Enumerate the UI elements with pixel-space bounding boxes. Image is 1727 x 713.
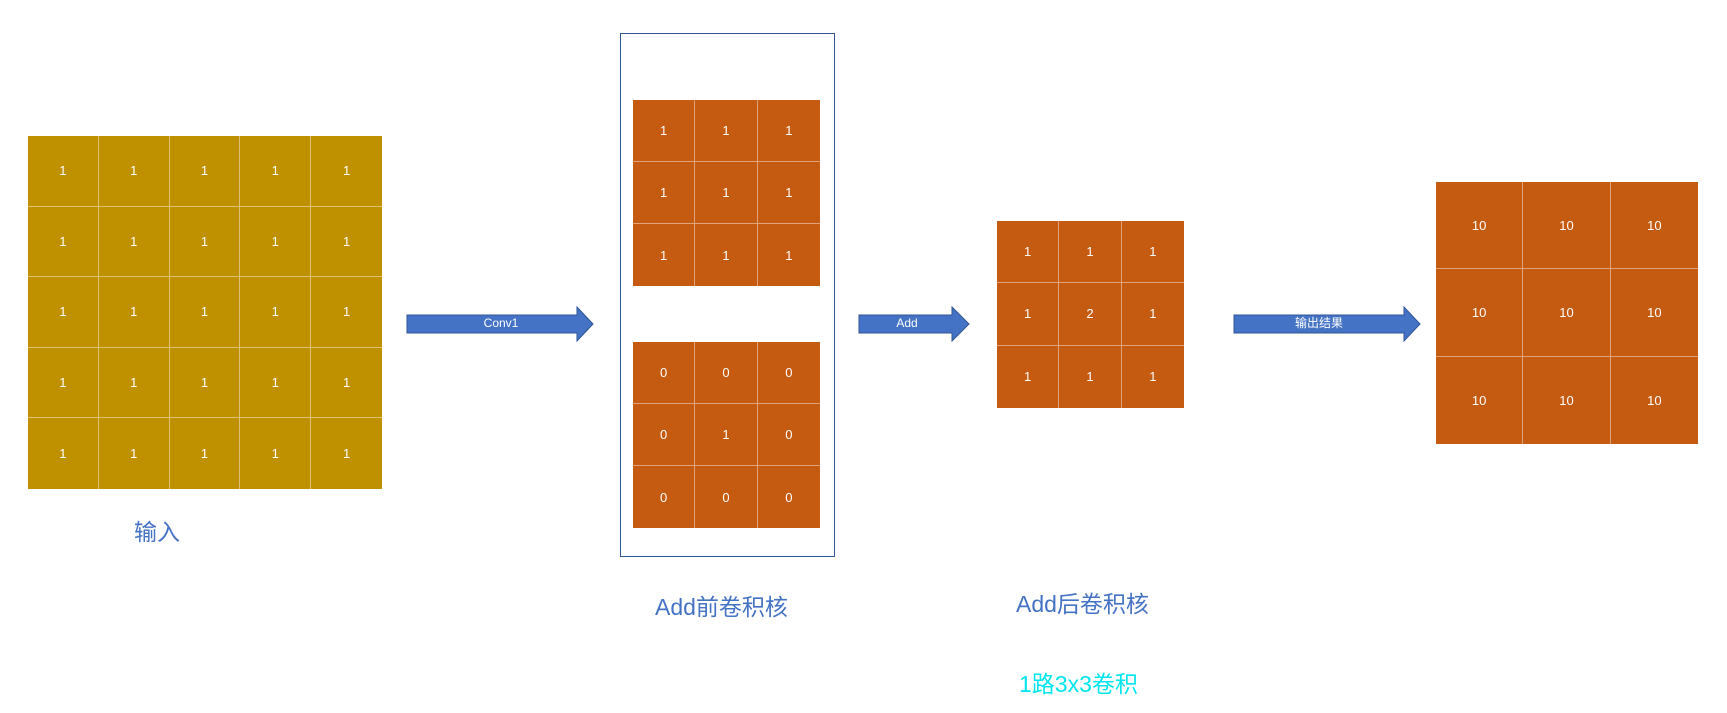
matrix-cell: 2	[1059, 283, 1122, 346]
matrix-cell: 1	[311, 348, 382, 419]
matrix-cell: 1	[240, 206, 312, 278]
matrix-cell: 1	[98, 206, 170, 278]
matrix-cell: 1	[695, 162, 758, 224]
matrix-cell: 1	[240, 418, 312, 489]
matrix-cell: 1	[633, 224, 696, 286]
output-arrow-label: 输出结果	[1294, 316, 1343, 330]
matrix-cell: 1	[240, 347, 312, 419]
matrix-cell: 1	[785, 247, 793, 263]
before-add-kernel-frame	[620, 33, 835, 557]
matrix-cell: 1	[28, 277, 99, 348]
matrix-cell: 0	[695, 466, 758, 528]
matrix-cell: 1	[28, 418, 99, 489]
matrix-cell: 1	[1059, 345, 1122, 408]
matrix-cell: 1	[1121, 221, 1184, 284]
matrix-cell: 1	[98, 277, 170, 348]
matrix-cell: 1	[1149, 369, 1157, 385]
matrix-cell: 1	[311, 207, 382, 278]
matrix-cell: 1	[169, 347, 241, 419]
matrix-cell: 1	[695, 404, 758, 466]
matrix-cell: 10	[1523, 182, 1611, 270]
matrix-cell: 1	[695, 224, 758, 286]
before-add-label: Add前卷积核	[655, 594, 788, 620]
matrix-cell: 1	[240, 277, 312, 348]
add-arrow-label: Add	[896, 316, 918, 330]
matrix-cell: 0	[633, 342, 696, 404]
matrix-cell: 0	[695, 342, 758, 404]
matrix-cell: 1	[98, 347, 170, 419]
matrix-cell: 10	[1436, 356, 1524, 444]
matrix-cell: 10	[1436, 269, 1524, 357]
matrix-cell: 0	[633, 404, 696, 466]
matrix-cell: 10	[1610, 182, 1698, 270]
matrix-cell: 1	[98, 136, 170, 207]
matrix-cell: 1	[757, 162, 820, 224]
matrix-cell: 1	[28, 347, 99, 419]
matrix-cell: 1	[633, 162, 696, 224]
matrix-cell: 1	[1059, 221, 1122, 284]
after-add-label: Add后卷积核	[1016, 591, 1149, 617]
matrix-cell: 1	[169, 206, 241, 278]
matrix-cell: 1	[342, 446, 351, 462]
matrix-cell: 1	[169, 277, 241, 348]
matrix-cell: 10	[1647, 392, 1662, 408]
matrix-cell: 1	[28, 206, 99, 278]
matrix-cell: 1	[997, 221, 1060, 284]
single-path-conv-note: 1路3x3卷积	[1019, 671, 1138, 697]
matrix-cell: 1	[997, 345, 1060, 408]
conv1-arrow	[406, 306, 594, 342]
matrix-cell: 0	[757, 404, 820, 466]
matrix-cell: 10	[1523, 269, 1611, 357]
matrix-cell: 0	[757, 342, 820, 404]
input-label: 输入	[134, 519, 180, 545]
matrix-cell: 1	[169, 136, 241, 207]
matrix-cell: 1	[28, 136, 99, 207]
matrix-cell: 1	[170, 418, 241, 489]
output-arrow	[1233, 306, 1421, 342]
matrix-cell: 1	[99, 418, 170, 489]
matrix-cell: 1	[1121, 283, 1184, 346]
matrix-cell: 1	[240, 136, 312, 207]
matrix-cell: 1	[633, 100, 696, 162]
conv1-arrow-label: Conv1	[483, 316, 519, 330]
matrix-cell: 1	[757, 100, 820, 162]
matrix-cell: 1	[311, 136, 382, 207]
matrix-cell: 1	[997, 283, 1060, 346]
matrix-cell: 0	[633, 466, 696, 528]
matrix-cell: 10	[1610, 269, 1698, 357]
matrix-cell: 1	[695, 100, 758, 162]
matrix-cell: 1	[311, 277, 382, 348]
matrix-cell: 10	[1436, 182, 1524, 270]
matrix-cell: 10	[1523, 356, 1611, 444]
matrix-cell: 0	[785, 489, 793, 505]
add-arrow	[858, 306, 970, 342]
